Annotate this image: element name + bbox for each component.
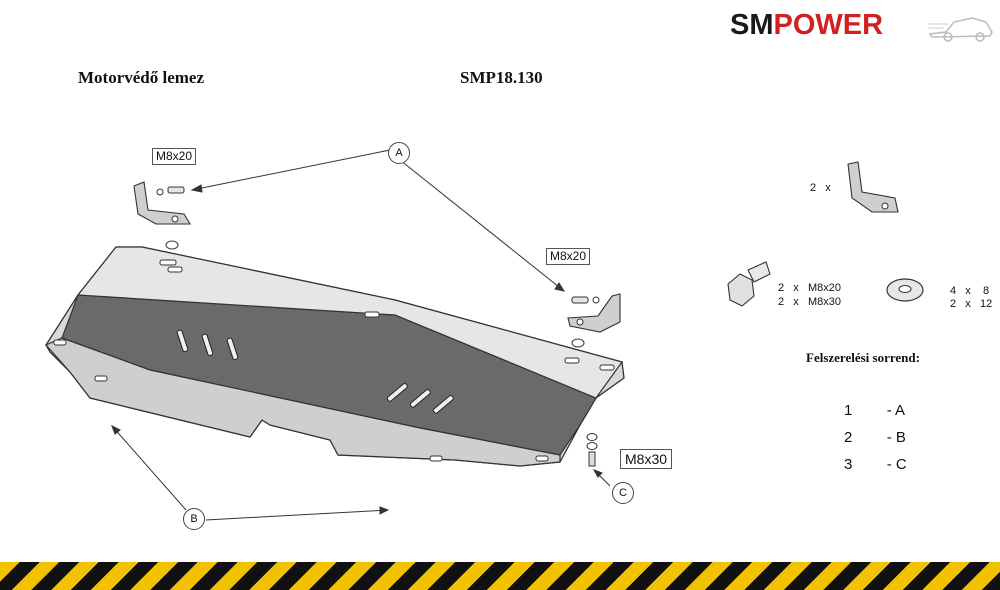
sequence-title: Felszerelési sorrend: bbox=[806, 350, 920, 365]
callout-a: A bbox=[388, 142, 410, 164]
sequence-num: 3 bbox=[844, 456, 853, 473]
bracket-left bbox=[133, 181, 191, 250]
sequence-num: 2 bbox=[844, 429, 853, 446]
bracket-right bbox=[567, 293, 621, 348]
hazard-stripe-footer bbox=[0, 562, 1000, 590]
bolt-qty-m8x20: 2 x M8x20 bbox=[778, 282, 841, 294]
bolt-label-top-left: M8x20 bbox=[152, 148, 197, 165]
bolt-label-top-right: M8x20 bbox=[546, 248, 591, 265]
bracket-qty: 2 x bbox=[810, 182, 831, 194]
smpower-logo: SMPOWER bbox=[730, 8, 883, 42]
logo-power: POWER bbox=[773, 9, 884, 41]
washer-qty-12: 2 x 12 bbox=[950, 298, 993, 310]
sequence-letter: - C bbox=[886, 456, 907, 473]
sequence-letter: - B bbox=[886, 429, 906, 446]
sequence-row: 1 - A bbox=[844, 402, 905, 419]
logo-car-icon bbox=[928, 17, 993, 42]
product-name: Motorvédő lemez bbox=[78, 68, 205, 87]
bolt-qty-m8x30: 2 x M8x30 bbox=[778, 296, 841, 308]
bolt-bottom bbox=[586, 433, 598, 467]
logo-sm: SM bbox=[730, 9, 774, 41]
sequence-row: 2 - B bbox=[844, 429, 906, 446]
sequence-num: 1 bbox=[844, 402, 853, 419]
sequence-letter: - A bbox=[886, 402, 906, 419]
sequence-row: 3 - C bbox=[844, 456, 907, 473]
skid-plate bbox=[45, 246, 625, 467]
callout-b: B bbox=[183, 508, 205, 530]
parts-bracket-drawing bbox=[847, 161, 899, 213]
parts-washer-drawing bbox=[886, 278, 924, 302]
product-code: SMP18.130 bbox=[460, 68, 543, 87]
parts-bolt-drawing bbox=[727, 261, 771, 307]
washer-qty-8: 4 x 8 bbox=[950, 285, 990, 297]
callout-c: C bbox=[612, 482, 634, 504]
bolt-label-bottom: M8x30 bbox=[620, 449, 673, 469]
